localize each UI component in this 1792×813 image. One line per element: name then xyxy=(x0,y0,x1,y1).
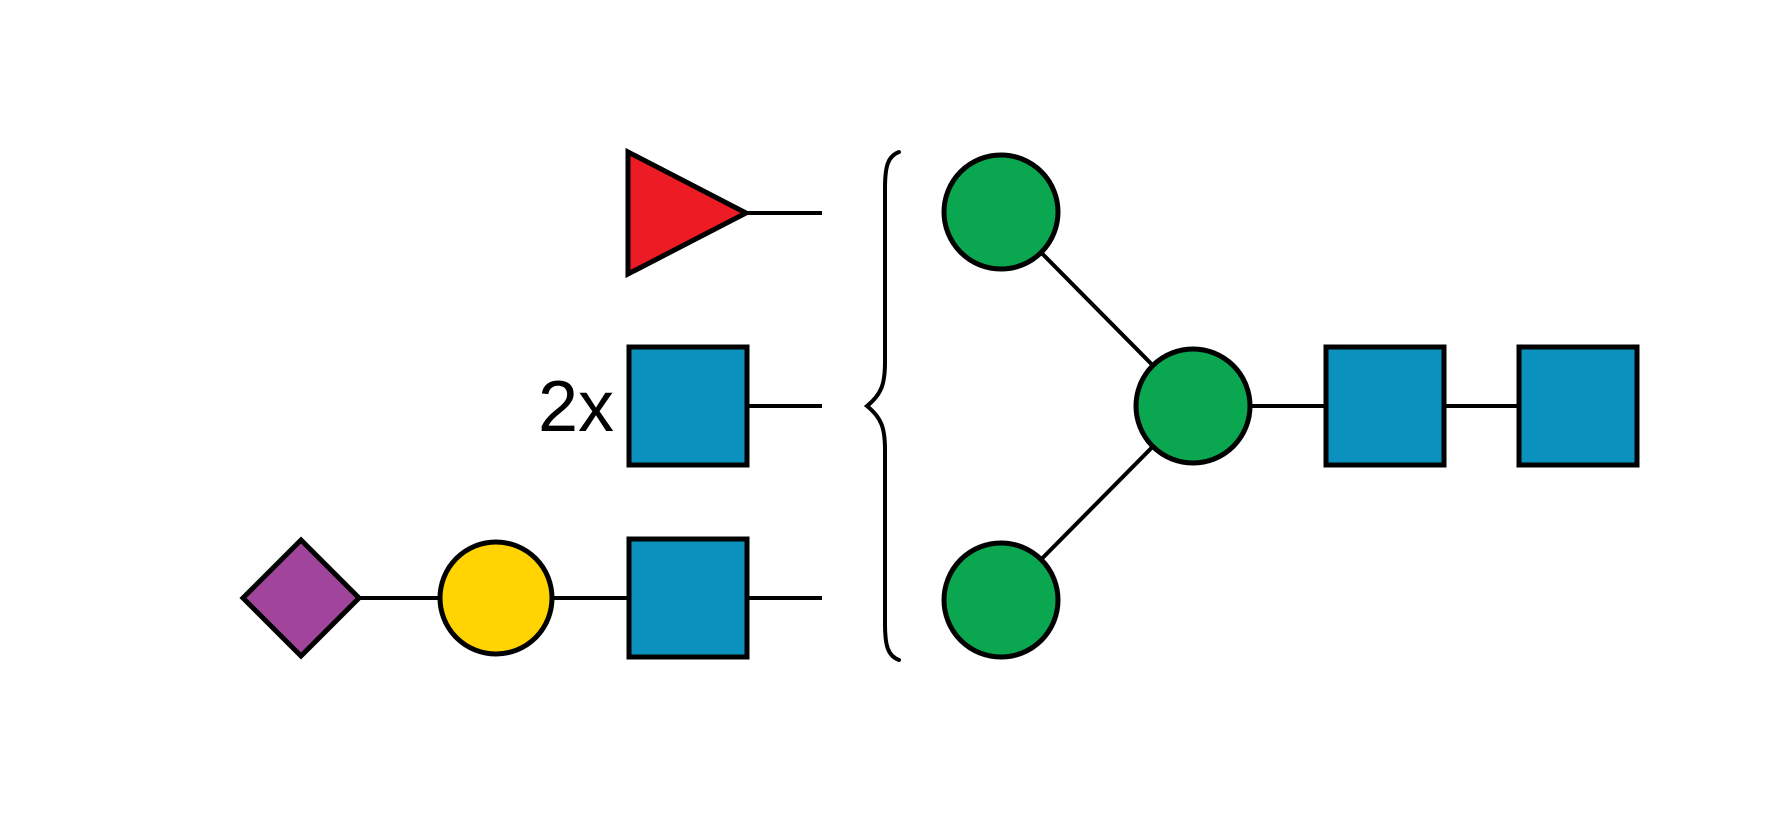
node-group xyxy=(239,147,1640,660)
multiplier-label: 2x xyxy=(538,367,614,447)
curly-brace xyxy=(863,150,901,662)
glcnac-square-repeat-node xyxy=(626,344,750,468)
mannose-circle-upper-node xyxy=(941,152,1061,272)
fucose-triangle-node xyxy=(625,147,752,279)
galactose-circle-node xyxy=(437,539,555,657)
mannose-circle-central-node xyxy=(1133,346,1253,466)
mannose-circle-lower-node xyxy=(941,540,1061,660)
glcnac-square-stem1-node xyxy=(1323,344,1447,468)
glcnac-square-lower-node xyxy=(626,536,750,660)
neu5ac-diamond-node xyxy=(239,536,363,660)
glcnac-square-stem2-node xyxy=(1516,344,1640,468)
